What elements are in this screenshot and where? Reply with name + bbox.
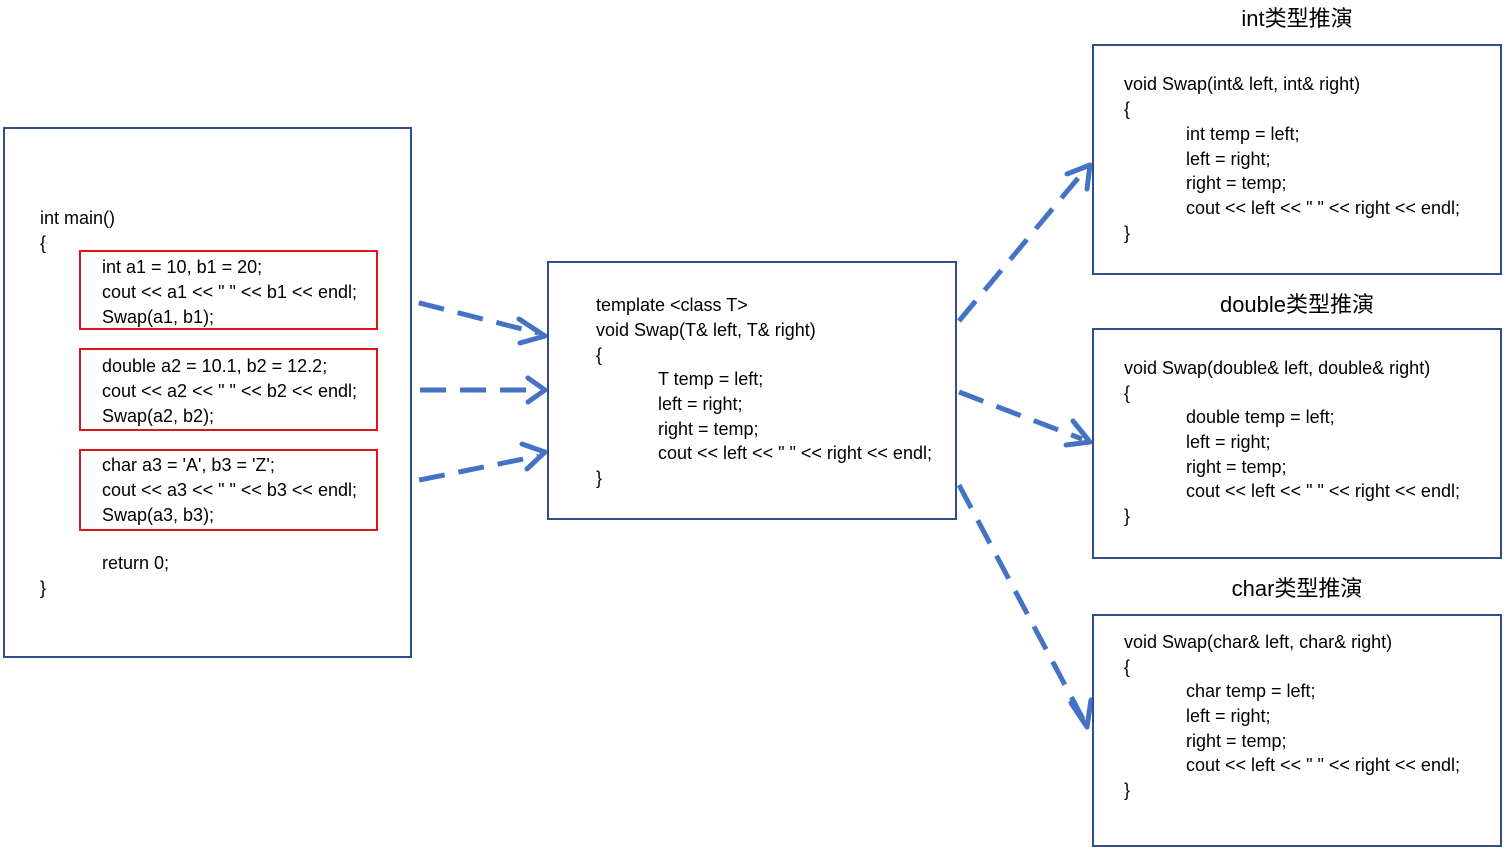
arrow-template-to-double [958, 389, 1083, 442]
int-call-highlight [79, 250, 378, 330]
arrowhead-to-int [1064, 162, 1093, 192]
main-close-brace: } [40, 578, 47, 598]
double-line-1: void Swap(double& left, double& right) [1124, 358, 1431, 378]
template-line-1: template <class T> [596, 295, 748, 315]
template-line-5: left = right; [658, 394, 743, 414]
char-line-1: void Swap(char& left, char& right) [1124, 632, 1393, 652]
template-line-4: T temp = left; [658, 369, 764, 389]
double-call-line-3: Swap(a2, b2); [102, 406, 215, 426]
int-line-5: right = temp; [1186, 173, 1287, 193]
int-call-line-2: cout << a1 << " " << b1 << endl; [102, 282, 357, 302]
int-line-1: void Swap(int& left, int& right) [1124, 74, 1361, 94]
int-line-4: left = right; [1186, 149, 1271, 169]
double-line-3: double temp = left; [1186, 407, 1335, 427]
int-line-6: cout << left << " " << right << endl; [1186, 198, 1460, 218]
main-signature: int main() [40, 208, 116, 228]
template-line-7: cout << left << " " << right << endl; [658, 443, 932, 463]
char-line-7: } [1124, 780, 1131, 800]
double-call-highlight [79, 348, 378, 431]
char-call-line-3: Swap(a3, b3); [102, 505, 215, 525]
int-line-2: { [1124, 99, 1131, 119]
arrowhead-char-call [519, 441, 548, 472]
arrowhead-to-char [1068, 697, 1094, 730]
arrowhead-int-call [516, 316, 548, 346]
char-line-4: left = right; [1186, 706, 1271, 726]
template-function-box [547, 261, 957, 520]
int-deduction-title: int类型推演 [1241, 6, 1353, 31]
char-instantiation-box [1092, 614, 1502, 847]
char-call-highlight [79, 449, 378, 531]
char-line-5: right = temp; [1186, 731, 1287, 751]
char-line-6: cout << left << " " << right << endl; [1186, 755, 1460, 775]
int-line-3: int temp = left; [1186, 124, 1300, 144]
arrow-char-call-to-template [379, 453, 539, 491]
template-line-8: } [596, 468, 603, 488]
double-line-7: } [1124, 506, 1131, 526]
arrow-template-to-int [957, 169, 1086, 323]
double-deduction-title: double类型推演 [1219, 292, 1375, 317]
main-function-box [3, 127, 412, 658]
char-call-line-2: cout << a3 << " " << b3 << endl; [102, 480, 357, 500]
char-call-line-1: char a3 = 'A', b3 = 'Z'; [102, 455, 275, 475]
double-line-5: right = temp; [1186, 457, 1287, 477]
template-line-3: { [596, 345, 603, 365]
int-instantiation-box [1092, 44, 1502, 275]
char-deduction-title: char类型推演 [1231, 576, 1363, 601]
char-line-3: char temp = left; [1186, 681, 1316, 701]
int-line-7: } [1124, 223, 1131, 243]
double-line-2: { [1124, 383, 1131, 403]
arrow-template-to-char [956, 483, 1086, 721]
double-instantiation-box [1092, 328, 1502, 559]
int-call-line-1: int a1 = 10, b1 = 20; [102, 257, 263, 277]
arrowhead-double-call [525, 375, 548, 405]
main-return: return 0; [102, 553, 170, 573]
double-call-line-2: cout << a2 << " " << b2 << endl; [102, 381, 357, 401]
template-line-6: right = temp; [658, 419, 759, 439]
arrow-int-call-to-template [379, 290, 539, 336]
template-line-2: void Swap(T& left, T& right) [596, 320, 816, 340]
main-open-brace: { [40, 233, 47, 253]
char-line-2: { [1124, 657, 1131, 677]
double-line-4: left = right; [1186, 432, 1271, 452]
int-call-line-3: Swap(a1, b1); [102, 307, 215, 327]
double-line-6: cout << left << " " << right << endl; [1186, 481, 1460, 501]
arrowhead-to-double [1063, 418, 1093, 448]
double-call-line-1: double a2 = 10.1, b2 = 12.2; [102, 356, 328, 376]
